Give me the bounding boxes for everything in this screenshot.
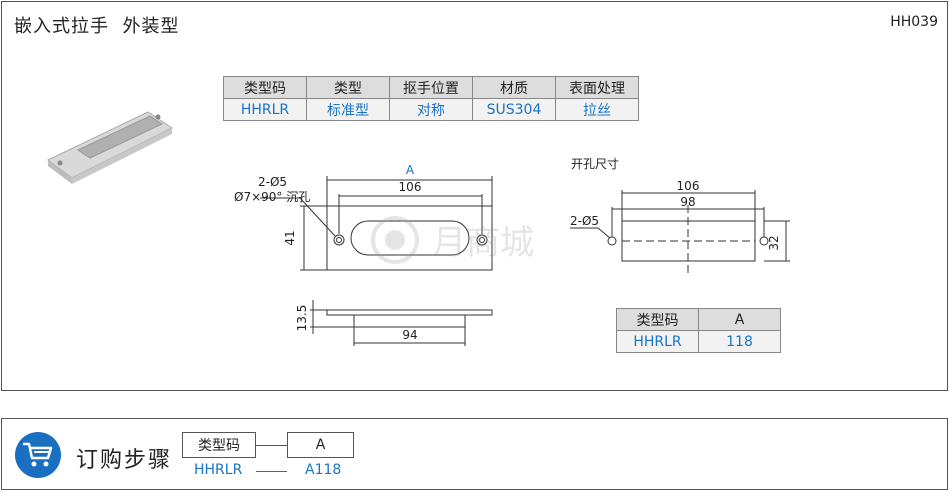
dim-94: 94 [402,328,417,342]
order-box-a: A [287,432,354,458]
dim-front-106: 106 [399,180,422,194]
cutout-title: 开孔尺寸 [571,157,619,171]
svg-text:月商城: 月商城 [432,223,534,263]
product-panel [1,1,948,391]
order-panel [1,418,948,490]
spec-cell-material: SUS304 [472,98,556,121]
hole-label-front: 2-Ø5 [258,175,287,189]
spec-cell-type-code[interactable]: HHRLR [223,98,307,121]
spec-header-type: 类型 [306,76,390,99]
size-header-a: A [698,308,781,331]
spec-cell-type: 标准型 [306,98,390,121]
spec-header-type-code: 类型码 [223,76,307,99]
spec-cell-grip-position: 对称 [389,98,473,121]
order-connector [256,445,287,446]
front-view [260,176,493,271]
size-table: 类型码 A HHRLR 118 [616,308,781,353]
product-code: HH039 [890,14,938,30]
spec-header-material: 材质 [472,76,556,99]
dim-41: 41 [283,230,297,245]
order-title: 订购步骤 [76,448,173,473]
countersink-label: Ø7×90° 沉孔 [234,190,310,204]
dim-a: A [406,163,415,177]
size-cell-a: 118 [698,330,781,353]
technical-drawing: A 106 2-Ø5 Ø7×90° 沉孔 41 13.5 94 月商城 开孔尺寸 [47,111,790,346]
side-view [310,300,493,346]
cutout-view [570,190,790,275]
spec-header-finish: 表面处理 [555,76,639,99]
page-title: 嵌入式拉手 外装型 [14,16,180,37]
dim-32: 32 [767,235,781,250]
size-cell-type-code[interactable]: HHRLR [616,330,699,353]
watermark-logo: 月商城 [371,216,534,264]
spec-table: 类型码 类型 抠手位置 材质 表面处理 HHRLR 标准型 对称 SUS304 … [223,76,639,121]
shopping-cart-icon [23,442,53,467]
dim-13-5: 13.5 [295,305,309,332]
cart-badge [15,432,61,478]
dim-98: 98 [680,195,695,209]
order-box-type-code: 类型码 [182,432,256,458]
order-value-a[interactable]: A118 [305,462,342,478]
size-header-type-code: 类型码 [616,308,699,331]
spec-cell-finish: 拉丝 [555,98,639,121]
dim-cutout-106: 106 [677,179,700,193]
product-photo [47,111,173,184]
order-value-connector [256,471,287,472]
order-value-type-code[interactable]: HHRLR [194,462,243,478]
hole-label-cutout: 2-Ø5 [570,214,599,228]
